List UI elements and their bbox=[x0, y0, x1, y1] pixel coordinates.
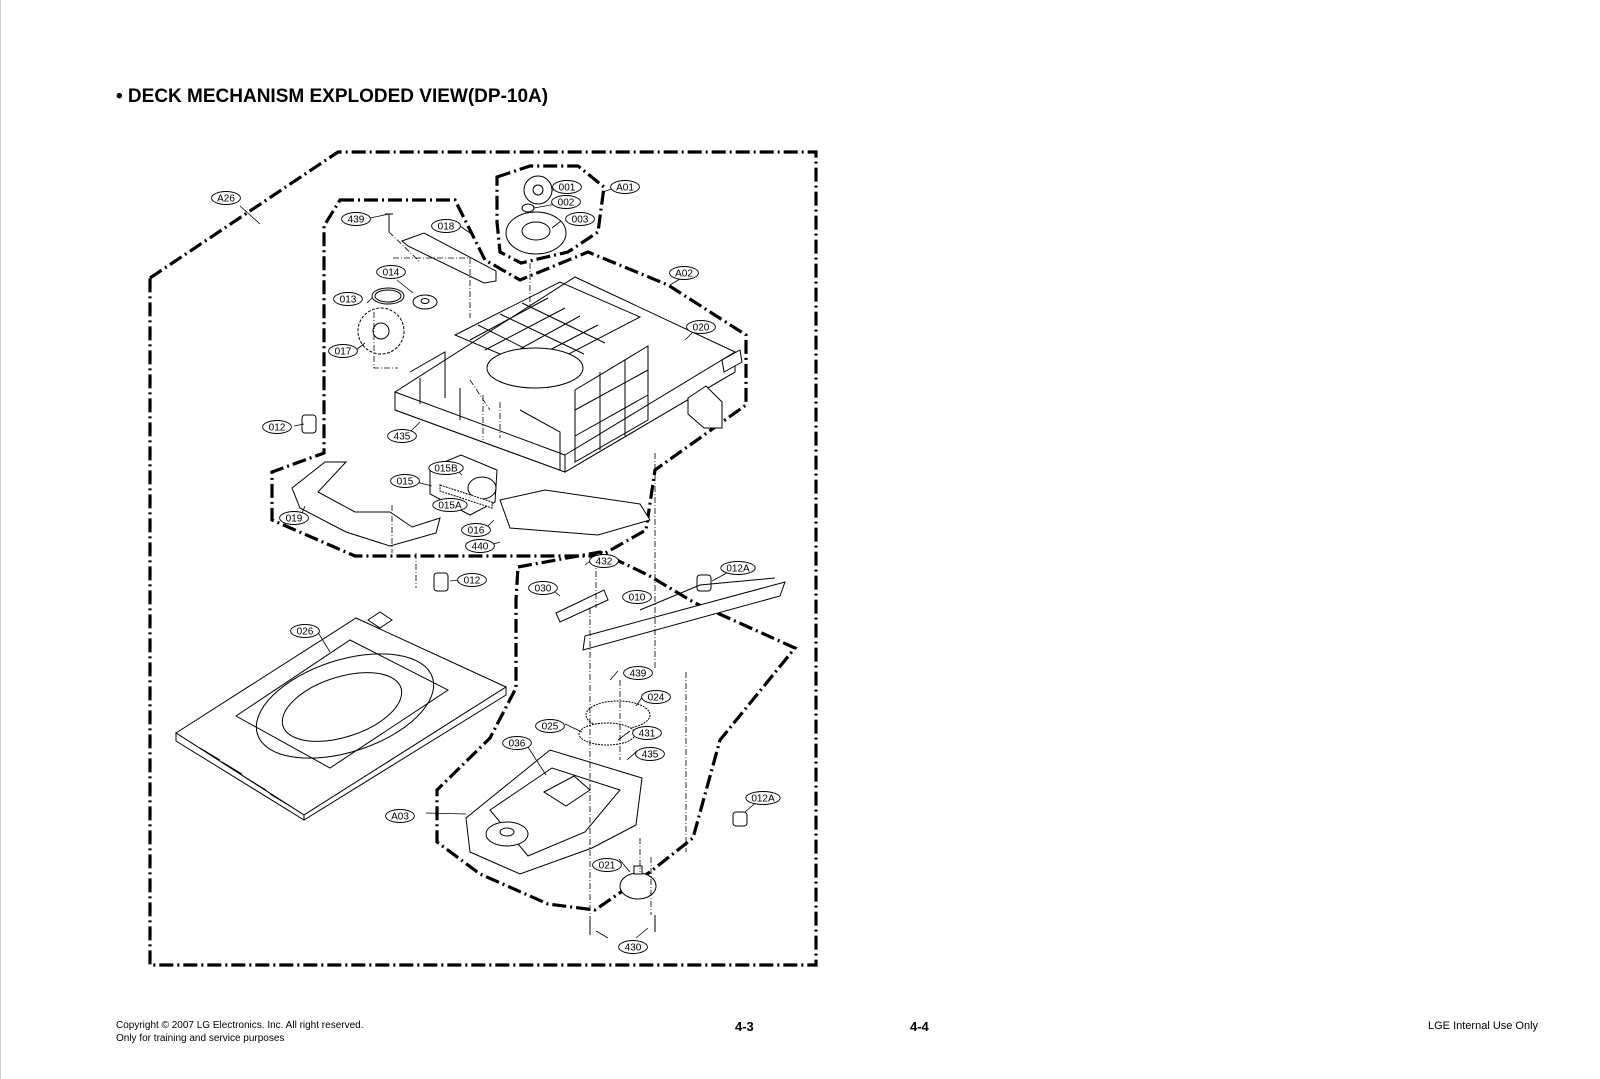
part-label-002: 002 bbox=[551, 195, 581, 209]
copyright-line-1: Copyright © 2007 LG Electronics. Inc. Al… bbox=[116, 1020, 364, 1031]
part-label-018: 018 bbox=[431, 219, 461, 233]
screw-439-upper bbox=[385, 213, 393, 232]
part-label-015b: 015B bbox=[428, 461, 464, 475]
part-label-014: 014 bbox=[376, 265, 406, 279]
assembly-lines bbox=[373, 231, 687, 920]
internal-use-note: LGE Internal Use Only bbox=[1428, 1020, 1539, 1032]
part-label-text: 439 bbox=[348, 215, 365, 226]
part-label-text: 014 bbox=[383, 268, 400, 279]
part-label-021: 021 bbox=[592, 858, 622, 872]
part-label-text: 012A bbox=[751, 794, 775, 805]
part-label-text: A02 bbox=[675, 269, 693, 280]
part-label-017: 017 bbox=[328, 344, 358, 358]
part-label-text: 026 bbox=[297, 627, 314, 638]
part-label-026: 026 bbox=[290, 624, 320, 638]
part-label-text: 440 bbox=[472, 542, 489, 553]
part-label-015: 015 bbox=[390, 474, 420, 488]
part-label-439: 439 bbox=[341, 212, 371, 226]
part-label-013: 013 bbox=[333, 292, 363, 306]
part-label-text: 012 bbox=[464, 576, 481, 587]
part-label-text: 003 bbox=[572, 215, 589, 226]
page-number-right: 4-4 bbox=[910, 1019, 929, 1034]
part-label-text: 431 bbox=[639, 729, 656, 740]
part-label-text: 015A bbox=[438, 501, 462, 512]
part-label-440: 440 bbox=[465, 539, 495, 553]
boundary-a01 bbox=[495, 164, 606, 265]
part-label-a01: A01 bbox=[610, 180, 640, 194]
feet bbox=[301, 414, 748, 827]
part-label-024: 024 bbox=[641, 690, 671, 704]
part-label-text: 025 bbox=[542, 722, 559, 733]
part-label-010: 010 bbox=[622, 590, 652, 604]
part-label-text: A01 bbox=[616, 183, 634, 194]
part-label-012a: 012A bbox=[745, 791, 781, 805]
base-019 bbox=[291, 461, 441, 547]
part-label-text: 002 bbox=[558, 198, 575, 209]
slider-016 bbox=[499, 489, 651, 536]
part-label-012: 012 bbox=[262, 420, 292, 434]
part-label-text: 435 bbox=[394, 432, 411, 443]
part-label-text: 024 bbox=[648, 693, 665, 704]
part-label-text: 019 bbox=[286, 514, 303, 525]
part-label-text: 030 bbox=[535, 584, 552, 595]
part-label-a02: A02 bbox=[669, 266, 699, 280]
pcb-030 bbox=[555, 589, 609, 623]
part-label-430: 430 bbox=[618, 940, 648, 954]
part-label-012: 012 bbox=[457, 573, 487, 587]
part-label-text: 013 bbox=[340, 295, 357, 306]
part-label-431: 431 bbox=[632, 726, 662, 740]
clamper-parts bbox=[505, 175, 567, 255]
part-label-text: A03 bbox=[391, 812, 409, 823]
page-title: • DECK MECHANISM EXPLODED VIEW(DP-10A) bbox=[116, 86, 549, 107]
page-number-left: 4-3 bbox=[735, 1019, 754, 1034]
part-label-text: 432 bbox=[596, 557, 613, 568]
part-label-019: 019 bbox=[279, 511, 309, 525]
part-label-a03: A03 bbox=[385, 809, 415, 823]
part-label-text: 018 bbox=[438, 222, 455, 233]
part-label-036: 036 bbox=[502, 736, 532, 750]
part-label-text: A26 bbox=[217, 194, 235, 205]
part-label-012a: 012A bbox=[720, 561, 756, 575]
part-label-text: 010 bbox=[629, 593, 646, 604]
part-label-015a: 015A bbox=[432, 498, 468, 512]
part-label-432: 432 bbox=[589, 554, 619, 568]
part-label-text: 017 bbox=[335, 347, 352, 358]
part-label-text: 016 bbox=[468, 526, 485, 537]
part-label-030: 030 bbox=[528, 581, 558, 595]
part-label-025: 025 bbox=[535, 719, 565, 733]
part-labels: A26 439 018 001 A01 002 003 014 013 017 A02 020 012 4… bbox=[211, 180, 781, 954]
gear-set bbox=[357, 287, 438, 355]
part-label-text: 012 bbox=[269, 423, 286, 434]
page-edge-rule bbox=[0, 0, 1, 1079]
part-label-text: 036 bbox=[509, 739, 526, 750]
part-label-text: 015B bbox=[434, 464, 458, 475]
loader-chassis bbox=[465, 749, 643, 875]
part-label-text: 439 bbox=[630, 669, 647, 680]
part-label-003: 003 bbox=[565, 212, 595, 226]
part-label-text: 430 bbox=[625, 943, 642, 954]
part-label-435: 435 bbox=[635, 747, 665, 761]
part-label-001: 001 bbox=[552, 180, 582, 194]
part-label-435: 435 bbox=[387, 429, 417, 443]
tray-026 bbox=[175, 611, 508, 821]
copyright-line-2: Only for training and service purposes bbox=[116, 1033, 285, 1044]
part-label-text: 001 bbox=[559, 183, 576, 194]
part-label-439: 439 bbox=[623, 666, 653, 680]
part-label-text: 015 bbox=[397, 477, 414, 488]
part-label-text: 021 bbox=[599, 861, 616, 872]
part-label-text: 435 bbox=[642, 750, 659, 761]
part-label-text: 012A bbox=[726, 564, 750, 575]
ffc-010 bbox=[582, 581, 786, 651]
motor-015 bbox=[429, 454, 498, 516]
part-label-016: 016 bbox=[461, 523, 491, 537]
boundary-a26 bbox=[148, 150, 818, 967]
screws-430 bbox=[589, 915, 656, 935]
part-label-a26: A26 bbox=[211, 191, 241, 205]
main-frame-020 bbox=[394, 276, 743, 473]
part-label-text: 020 bbox=[693, 323, 710, 334]
part-label-020: 020 bbox=[686, 320, 716, 334]
